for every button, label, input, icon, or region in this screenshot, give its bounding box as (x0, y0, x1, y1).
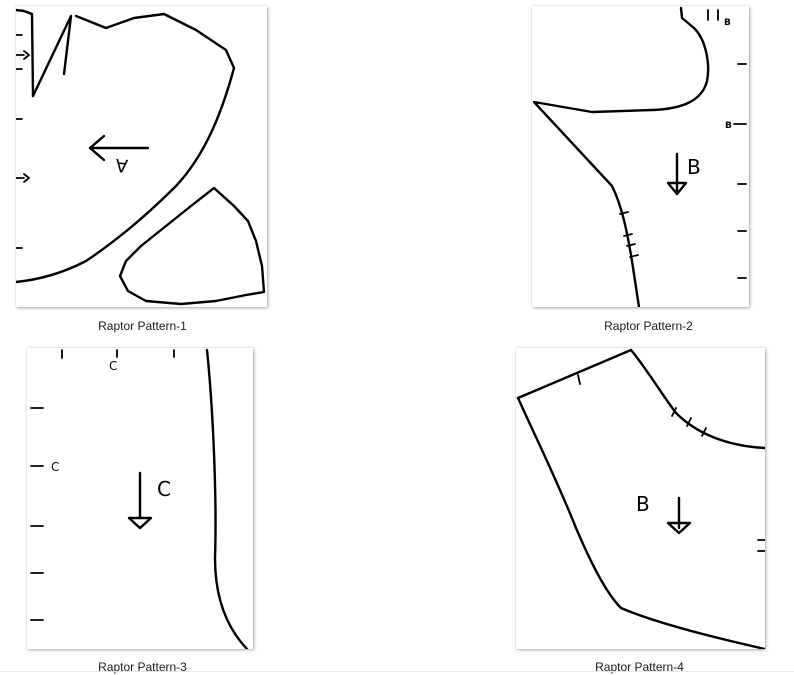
file-item-raptor-pattern-3[interactable]: C C C Raptor Pattern-3 (10, 340, 275, 674)
notch-letter: C (109, 359, 117, 373)
file-name-label[interactable]: Raptor Pattern-1 (98, 319, 187, 333)
piece-letter: A (114, 154, 129, 176)
notch-letter: C (51, 460, 59, 474)
file-thumbnail[interactable]: A (16, 6, 267, 307)
file-item-raptor-pattern-4[interactable]: B Raptor Pattern-4 (507, 340, 772, 674)
pattern-drawing: B B B (532, 6, 747, 307)
view-bottom-divider (0, 671, 794, 672)
file-name-label[interactable]: Raptor Pattern-4 (595, 660, 684, 674)
piece-letter: B (687, 155, 701, 179)
notch-letter: B (724, 18, 731, 28)
file-item-raptor-pattern-2[interactable]: B B B Raptor Pattern-2 (516, 0, 781, 340)
file-name-label[interactable]: Raptor Pattern-3 (98, 660, 187, 674)
pattern-drawing: A (16, 8, 266, 306)
piece-letter: B (636, 492, 650, 516)
piece-letter: C (157, 477, 171, 501)
file-name-label[interactable]: Raptor Pattern-2 (604, 319, 693, 333)
notch-letter: B (725, 121, 732, 131)
file-item-raptor-pattern-1[interactable]: A Raptor Pattern-1 (10, 0, 275, 340)
file-thumbnail[interactable]: C C C (27, 348, 253, 649)
file-thumbnail[interactable]: B B B (532, 6, 749, 307)
pattern-drawing: C C C (30, 348, 249, 649)
file-thumbnail[interactable]: B (516, 348, 765, 649)
pattern-drawing: B (516, 348, 765, 649)
